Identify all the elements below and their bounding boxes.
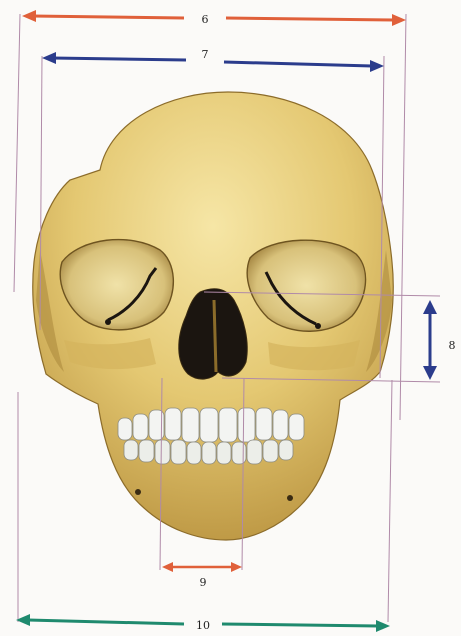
guide-6-left bbox=[14, 14, 20, 292]
arrow-6-right-shaft bbox=[226, 18, 394, 20]
tooth bbox=[182, 408, 199, 442]
label-6: 6 bbox=[202, 13, 209, 26]
arrowhead-9-left bbox=[162, 562, 173, 572]
tooth bbox=[200, 408, 218, 442]
tooth bbox=[238, 408, 255, 442]
measure-8: 8 bbox=[423, 300, 456, 380]
tooth bbox=[202, 442, 216, 464]
tooth bbox=[171, 440, 186, 464]
tooth bbox=[124, 440, 138, 460]
skull bbox=[33, 92, 394, 540]
tooth bbox=[232, 442, 246, 464]
measure-7: 7 bbox=[42, 48, 384, 72]
tooth bbox=[187, 442, 201, 464]
tooth bbox=[273, 410, 288, 440]
arrowhead-8-bottom bbox=[423, 366, 437, 380]
arrow-10-left-shaft bbox=[28, 620, 184, 624]
arrowhead-6-right bbox=[392, 14, 406, 26]
tooth bbox=[279, 440, 293, 460]
arrow-7-right-shaft bbox=[224, 62, 372, 66]
foramen-left bbox=[105, 319, 111, 325]
mental-foramen-left bbox=[135, 489, 141, 495]
tooth bbox=[139, 440, 154, 462]
arrow-10-right-shaft bbox=[222, 624, 378, 626]
tooth bbox=[217, 442, 231, 464]
measure-10: 10 bbox=[16, 614, 390, 632]
tooth bbox=[118, 418, 132, 440]
tooth bbox=[155, 440, 170, 464]
arrowhead-9-right bbox=[231, 562, 242, 572]
tooth bbox=[133, 414, 148, 440]
arrow-7-left-shaft bbox=[52, 58, 186, 60]
arrowhead-7-right bbox=[370, 60, 384, 72]
nasal-septum bbox=[214, 300, 216, 372]
foramen-right bbox=[315, 323, 321, 329]
label-9: 9 bbox=[200, 576, 207, 589]
tooth bbox=[263, 440, 278, 462]
tooth bbox=[219, 408, 237, 442]
arrow-6-left-shaft bbox=[32, 16, 184, 18]
label-10: 10 bbox=[196, 619, 210, 632]
label-7: 7 bbox=[202, 48, 209, 61]
mental-foramen-right bbox=[287, 495, 293, 501]
measure-6: 6 bbox=[22, 10, 406, 26]
label-8: 8 bbox=[449, 339, 456, 352]
arrowhead-7-left bbox=[42, 52, 56, 64]
guide-6-right bbox=[400, 14, 406, 420]
tooth bbox=[289, 414, 304, 440]
arrowhead-8-top bbox=[423, 300, 437, 314]
tooth bbox=[256, 408, 272, 440]
measure-9: 9 bbox=[162, 562, 242, 589]
arrowhead-6-left bbox=[22, 10, 36, 22]
tooth bbox=[247, 440, 262, 464]
guide-10-right bbox=[388, 380, 392, 622]
lower-teeth bbox=[124, 440, 293, 464]
tooth bbox=[165, 408, 181, 440]
